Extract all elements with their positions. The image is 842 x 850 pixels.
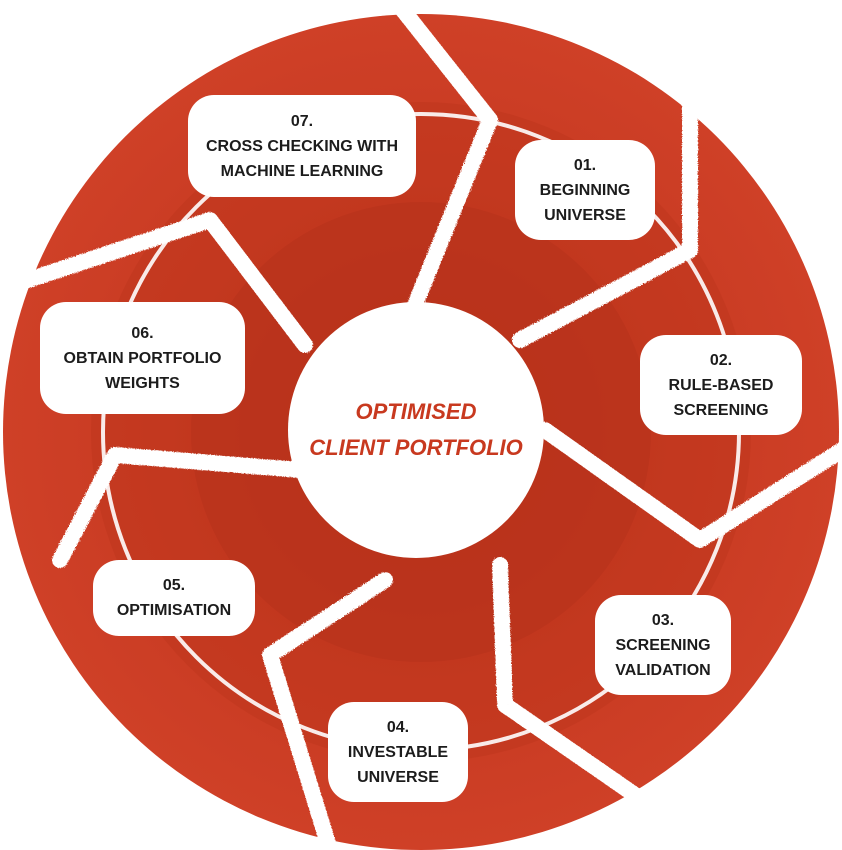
- step-03-line-2: VALIDATION: [615, 661, 711, 679]
- step-02-label: 02. RULE-BASED SCREENING: [640, 335, 802, 435]
- step-02-number: 02.: [709, 351, 733, 369]
- separator-6-7: [20, 212, 313, 353]
- separator-5-6: [52, 447, 308, 568]
- separator-4-5: [262, 572, 393, 850]
- step-06-number: 06.: [131, 324, 154, 342]
- center-title: OPTIMISED CLIENT PORTFOLIO: [288, 302, 544, 558]
- step-04-line-2: UNIVERSE: [357, 768, 439, 786]
- step-06-line-2: WEIGHTS: [105, 374, 180, 392]
- step-07-line-1: CROSS CHECKING WITH: [206, 137, 398, 155]
- step-06-line-1: OBTAIN PORTFOLIO: [63, 349, 222, 367]
- step-01-line-2: UNIVERSE: [544, 206, 626, 224]
- step-04-number: 04.: [386, 718, 410, 736]
- separator-2-3: [537, 422, 842, 548]
- center-title-line-1: OPTIMISED: [355, 399, 477, 424]
- step-02-line-2: SCREENING: [673, 401, 769, 419]
- separator-3-4: [492, 557, 708, 848]
- separator-7-1: [387, 0, 498, 313]
- step-01-number: 01.: [573, 156, 597, 174]
- step-07-line-2: MACHINE LEARNING: [220, 162, 384, 180]
- segment-separators: [20, 0, 842, 850]
- step-05-label: 05. OPTIMISATION: [93, 560, 255, 636]
- step-05-number: 05.: [162, 577, 186, 594]
- center-title-line-2: CLIENT PORTFOLIO: [309, 435, 523, 460]
- step-01-line-1: BEGINNING: [539, 181, 631, 199]
- step-06-label: 06. OBTAIN PORTFOLIO WEIGHTS: [40, 302, 245, 414]
- step-01-label: 01. BEGINNING UNIVERSE: [515, 140, 655, 240]
- step-03-label: 03. SCREENING VALIDATION: [595, 595, 731, 695]
- step-02-line-1: RULE-BASED: [668, 376, 774, 394]
- separator-1-2: [512, 92, 698, 348]
- step-03-line-1: SCREENING: [615, 636, 711, 654]
- step-05-line-1: OPTIMISATION: [116, 602, 232, 619]
- step-07-label: 07. CROSS CHECKING WITH MACHINE LEARNING: [188, 95, 416, 197]
- step-04-line-1: INVESTABLE: [347, 743, 449, 761]
- step-03-number: 03.: [651, 611, 675, 629]
- step-07-number: 07.: [290, 112, 314, 130]
- step-04-label: 04. INVESTABLE UNIVERSE: [328, 702, 468, 802]
